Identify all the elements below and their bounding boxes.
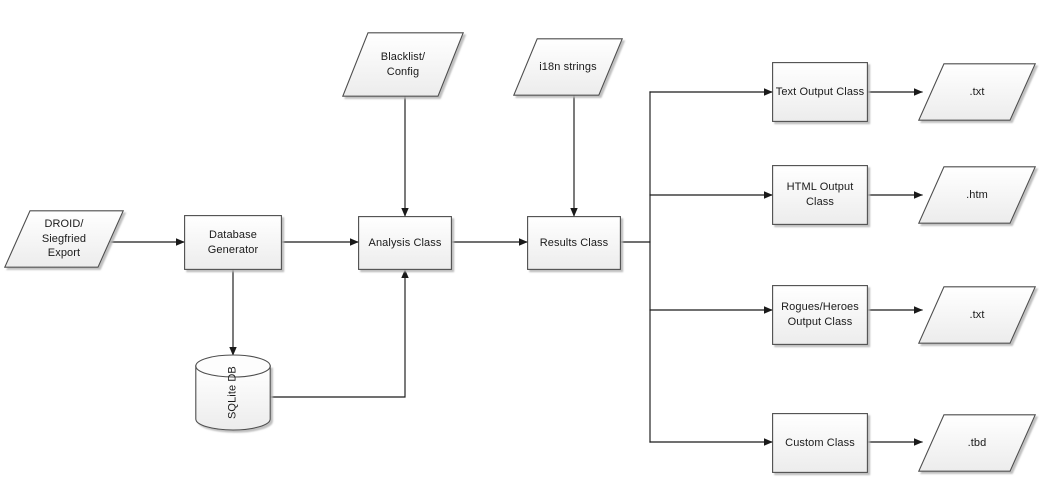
- txt-rogues-output-file-node-shape: [917, 286, 1037, 344]
- tbd-output-file-node-shape: [917, 414, 1037, 472]
- i18n-strings-node[interactable]: i18n strings: [512, 38, 624, 96]
- rogues-heroes-output-class-node-shape: [772, 285, 868, 345]
- text-output-class-node-outline: [772, 62, 868, 122]
- text-output-class-node[interactable]: Text Output Class: [772, 62, 868, 122]
- txt-rogues-output-file-node[interactable]: .txt: [917, 286, 1037, 344]
- results-class-node-outline: [527, 216, 621, 270]
- blacklist-config-node-shape: [341, 32, 465, 97]
- custom-class-node[interactable]: Custom Class: [772, 413, 868, 473]
- database-generator-node[interactable]: Database Generator: [184, 215, 282, 270]
- rogues-heroes-output-class-node-outline: [772, 285, 868, 345]
- custom-class-node-outline: [772, 413, 868, 473]
- i18n-strings-node-outline: [512, 38, 624, 96]
- htm-output-file-node-shape: [917, 166, 1037, 224]
- database-generator-node-shape: [184, 215, 282, 270]
- txt-output-file-node-shape: [917, 63, 1037, 121]
- results-class-node[interactable]: Results Class: [527, 216, 621, 270]
- blacklist-config-node[interactable]: Blacklist/ Config: [341, 32, 465, 97]
- text-output-class-node-shape: [772, 62, 868, 122]
- txt-rogues-output-file-node-outline: [917, 286, 1037, 344]
- tbd-output-file-node-outline: [917, 414, 1037, 472]
- analysis-class-node-shape: [358, 216, 452, 270]
- cylinder-top-ellipse: [195, 354, 271, 378]
- tbd-output-file-node[interactable]: .tbd: [917, 414, 1037, 472]
- database-generator-node-outline: [184, 215, 282, 270]
- droid-siegfried-export-node[interactable]: DROID/ Siegfried Export: [3, 210, 125, 268]
- analysis-class-node[interactable]: Analysis Class: [358, 216, 452, 270]
- cylinder-body: [195, 365, 271, 431]
- droid-siegfried-export-node-outline: [3, 210, 125, 268]
- html-output-class-node-outline: [772, 165, 868, 225]
- htm-output-file-node[interactable]: .htm: [917, 166, 1037, 224]
- txt-output-file-node-outline: [917, 63, 1037, 121]
- blacklist-config-node-outline: [341, 32, 465, 97]
- results-class-node-shape: [527, 216, 621, 270]
- droid-siegfried-export-node-shape: [3, 210, 125, 268]
- txt-output-file-node[interactable]: .txt: [917, 63, 1037, 121]
- html-output-class-node-shape: [772, 165, 868, 225]
- rogues-heroes-output-class-node[interactable]: Rogues/Heroes Output Class: [772, 285, 868, 345]
- edge-sqlite-to-analysis: [270, 269, 409, 398]
- sqlite-db-node-shape: [195, 354, 271, 431]
- htm-output-file-node-outline: [917, 166, 1037, 224]
- analysis-class-node-outline: [358, 216, 452, 270]
- html-output-class-node[interactable]: HTML Output Class: [772, 165, 868, 225]
- i18n-strings-node-shape: [512, 38, 624, 96]
- sqlite-db-node[interactable]: SQLite DB: [195, 354, 271, 431]
- custom-class-node-shape: [772, 413, 868, 473]
